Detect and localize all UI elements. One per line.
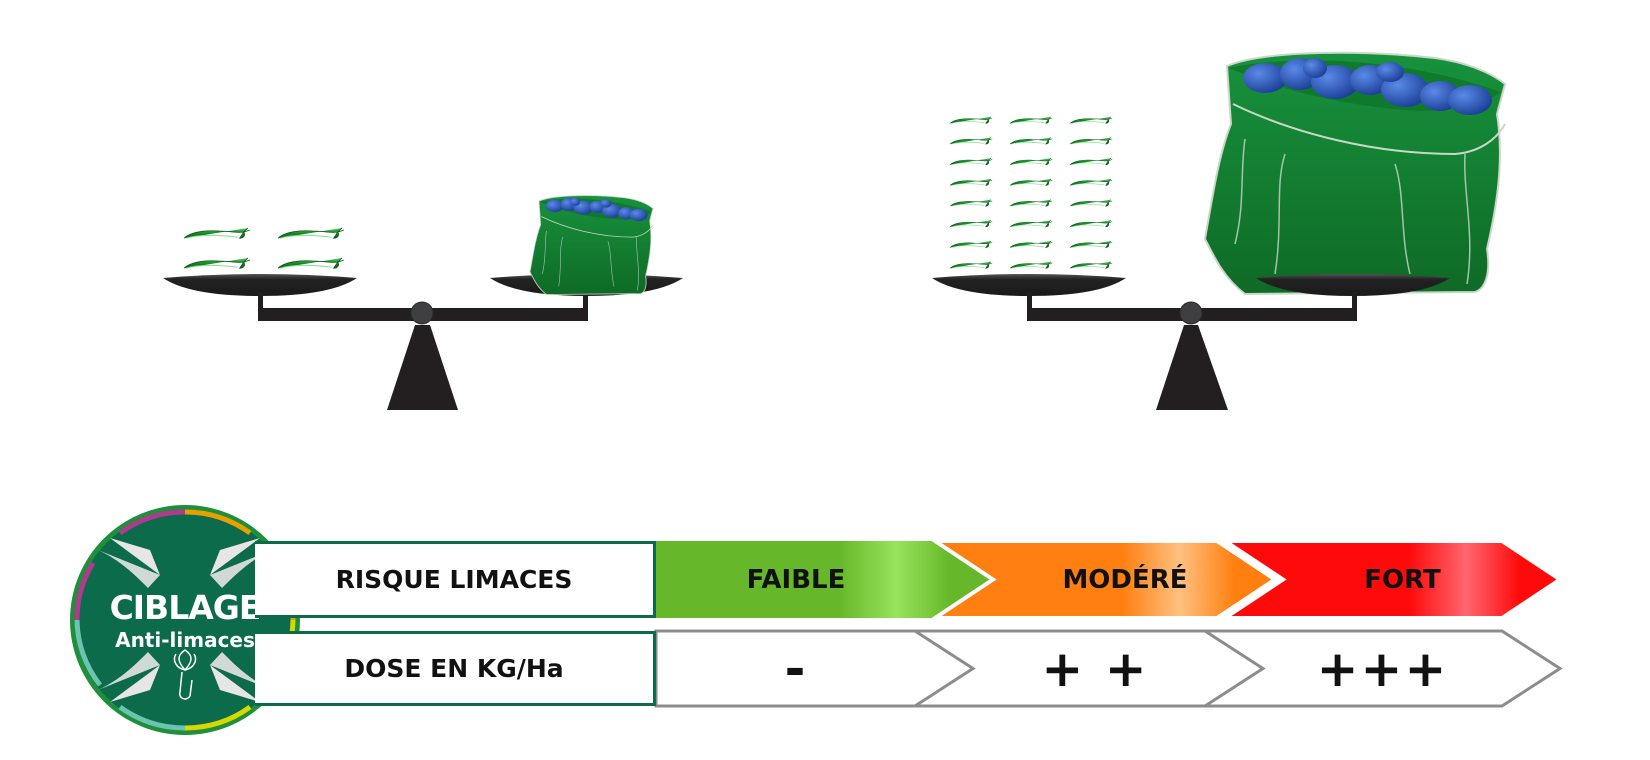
logo-title: CIBLAGE bbox=[109, 588, 262, 627]
slug bbox=[949, 199, 993, 207]
slug bbox=[1069, 219, 1113, 228]
slug bbox=[949, 261, 993, 269]
slug bbox=[1009, 261, 1053, 269]
slug bbox=[183, 257, 251, 269]
right-pan bbox=[1256, 274, 1450, 296]
risk-arrow-1 bbox=[928, 539, 1279, 620]
slug bbox=[183, 227, 251, 239]
slug bbox=[1069, 199, 1113, 207]
scale-base bbox=[387, 325, 458, 410]
pivot bbox=[1179, 301, 1203, 325]
pivot bbox=[410, 301, 434, 325]
level-label-fort: FORT bbox=[1364, 564, 1441, 595]
slug bbox=[949, 157, 993, 166]
slug bbox=[277, 227, 345, 239]
slug bbox=[1009, 116, 1053, 124]
flower-hand-icon bbox=[173, 649, 197, 700]
slug bbox=[1069, 116, 1113, 124]
logo-subtitle: Anti-limaces bbox=[115, 628, 255, 652]
level-label-modere: MODÉRÉ bbox=[1062, 564, 1188, 595]
slug bbox=[949, 240, 993, 248]
level-label-faible: FAIBLE bbox=[746, 564, 846, 595]
pan-support-left bbox=[1027, 292, 1032, 312]
risk-arrow-0 bbox=[656, 541, 990, 618]
slug bbox=[1069, 261, 1113, 269]
pan-support-right bbox=[1352, 292, 1357, 312]
risk-arrow-2 bbox=[1218, 539, 1564, 620]
dose-value-modere: + + bbox=[1041, 639, 1149, 698]
slug bbox=[949, 116, 993, 124]
risk-label: RISQUE LIMACES bbox=[335, 565, 573, 594]
slug bbox=[1069, 178, 1113, 186]
pan-support-right bbox=[583, 292, 588, 312]
slug-stack-low bbox=[183, 227, 345, 269]
slug bbox=[1069, 157, 1113, 166]
dose-label: DOSE EN KG/Ha bbox=[344, 654, 564, 683]
pellet-sack-large bbox=[1203, 51, 1507, 296]
balance-scale-high bbox=[932, 51, 1507, 410]
slug bbox=[1009, 137, 1053, 145]
balance-scale-low bbox=[163, 195, 683, 410]
ciblage-logo bbox=[70, 505, 300, 735]
slug bbox=[949, 137, 993, 145]
pan-support-left bbox=[258, 292, 263, 312]
slug-stack-high bbox=[949, 116, 1113, 269]
dose-label-box: DOSE EN KG/Ha bbox=[255, 631, 656, 706]
slug bbox=[949, 219, 993, 228]
slug bbox=[1009, 219, 1053, 228]
scale-base bbox=[1156, 325, 1228, 410]
left-pan bbox=[932, 274, 1126, 296]
slug bbox=[1069, 240, 1113, 248]
slug bbox=[1009, 157, 1053, 166]
dose-arrow-2 bbox=[1199, 629, 1563, 708]
slug bbox=[1009, 178, 1053, 186]
left-pan bbox=[163, 274, 357, 296]
dose-value-fort: +++ bbox=[1316, 639, 1449, 698]
dose-value-faible: - bbox=[784, 639, 808, 698]
pellet-sack-small bbox=[529, 195, 654, 295]
slug bbox=[949, 178, 993, 186]
risk-label-box: RISQUE LIMACES bbox=[255, 541, 656, 618]
slug bbox=[1069, 137, 1113, 145]
slug bbox=[277, 257, 345, 269]
risk-scale-arrows bbox=[654, 539, 1564, 708]
slug bbox=[1009, 240, 1053, 248]
slug bbox=[1009, 199, 1053, 207]
